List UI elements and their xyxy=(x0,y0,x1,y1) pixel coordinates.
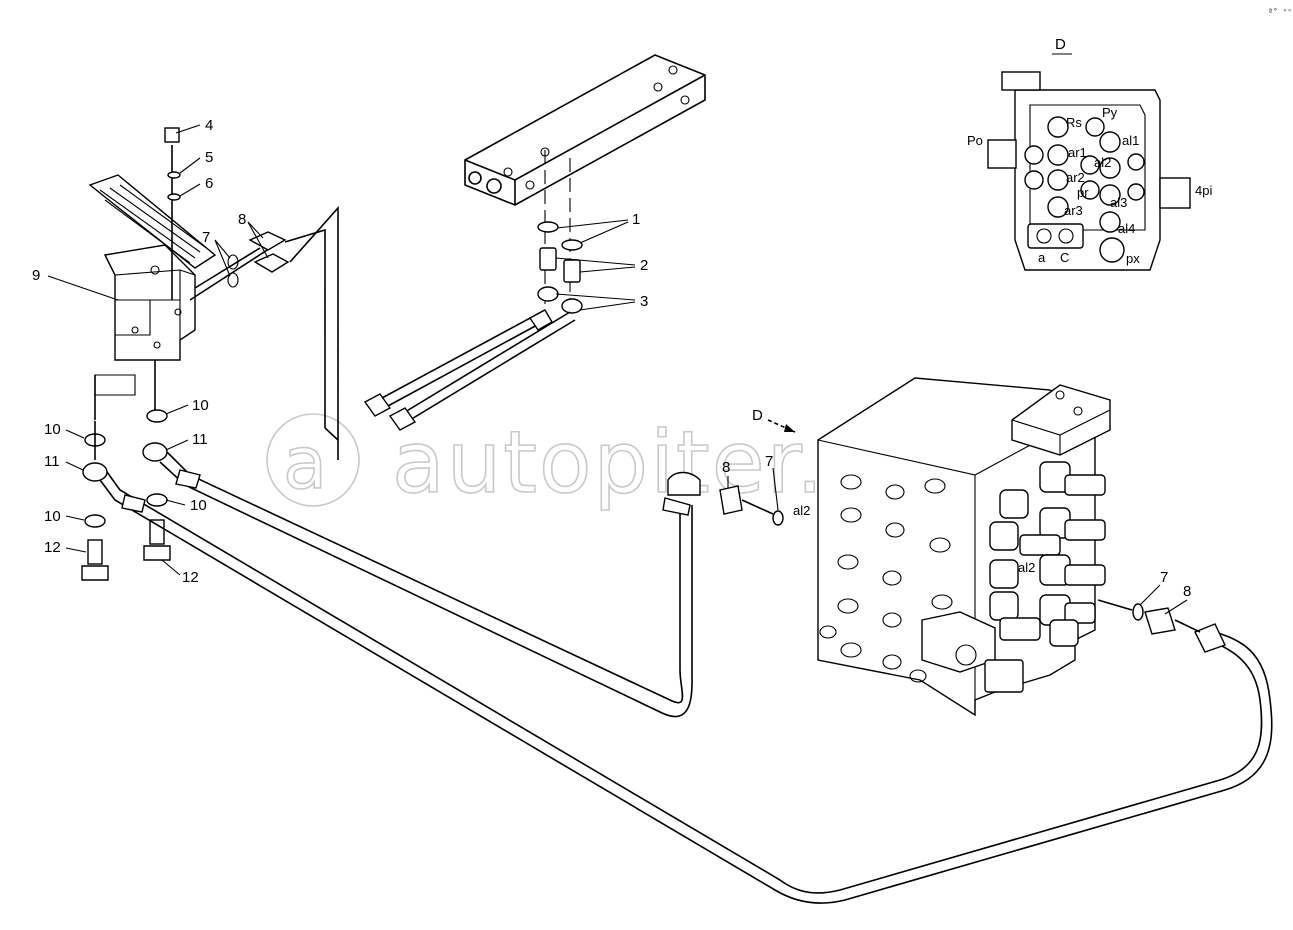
port-ar2: ar2 xyxy=(1066,170,1085,185)
callout-5: 5 xyxy=(205,149,213,166)
port-ar3: ar3 xyxy=(1064,203,1083,218)
port-ar1: ar1 xyxy=(1068,145,1087,160)
watermark-logo-a: a xyxy=(283,421,329,505)
port-al4: al4 xyxy=(1118,221,1135,236)
view-arrow-label: D xyxy=(752,407,763,424)
pilot-hoses xyxy=(363,309,576,431)
callout-10a: 10 xyxy=(192,397,209,414)
watermark: a autopiter.ru xyxy=(266,412,918,514)
callouts-4-9: 4 5 6 7 8 9 xyxy=(32,117,269,301)
detail-ports-left xyxy=(1024,116,1145,263)
port-al2-label: al2 xyxy=(793,503,810,518)
port-py: Py xyxy=(1102,105,1118,120)
callout-12a: 12 xyxy=(44,539,61,556)
valve-inlet-fittings xyxy=(719,485,1201,635)
callout-8b: 8 xyxy=(722,459,730,476)
callouts-10-12: 10 10 11 11 10 10 12 12 xyxy=(44,397,209,586)
callouts-1-2-3: 1 2 3 xyxy=(555,211,648,311)
callout-2: 2 xyxy=(640,257,648,274)
callout-11b: 11 xyxy=(44,453,60,470)
port-al2-valve: al2 xyxy=(1018,560,1035,575)
long-pilot-hoses xyxy=(99,451,1273,904)
callout-10c: 10 xyxy=(190,497,207,514)
port-al3: al3 xyxy=(1110,195,1127,210)
port-px: px xyxy=(1126,251,1140,266)
callout-10d: 10 xyxy=(44,508,61,525)
port-4pi: 4pi xyxy=(1195,183,1212,198)
pedal-studs xyxy=(189,231,290,301)
foot-pedal-valve xyxy=(88,127,217,361)
fitting-set-1-2-3 xyxy=(537,221,583,314)
main-control-valve xyxy=(817,377,1111,717)
port-pr: pr xyxy=(1077,185,1089,200)
callout-8c: 8 xyxy=(1183,583,1191,600)
callout-4: 4 xyxy=(205,117,213,134)
port-c: C xyxy=(1060,250,1069,265)
callout-8a: 8 xyxy=(238,211,246,228)
detail-view-d: D Po 4pi Rs xyxy=(967,36,1212,271)
port-al1: al1 xyxy=(1122,133,1139,148)
port-rs: Rs xyxy=(1066,115,1082,130)
pilot-line-routing xyxy=(284,205,339,460)
callout-10b: 10 xyxy=(44,421,61,438)
callouts-7-8-valve: 8 7 al2 7 8 xyxy=(722,453,1191,615)
corner-code: ª° ᵒᵒᵒ xyxy=(1268,7,1293,16)
port-po: Po xyxy=(967,133,983,148)
banjo-fittings xyxy=(81,360,171,581)
view-arrow-d: D xyxy=(752,407,796,433)
port-al2-detail: al2 xyxy=(1094,155,1111,170)
callout-7b: 7 xyxy=(765,453,773,470)
callout-7a: 7 xyxy=(202,229,210,246)
mounting-bracket xyxy=(464,54,706,310)
callout-11a: 11 xyxy=(192,431,208,448)
callout-7c: 7 xyxy=(1160,569,1168,586)
callout-1: 1 xyxy=(632,211,640,228)
valve-spools xyxy=(989,461,1106,647)
port-a: a xyxy=(1038,250,1046,265)
callout-6: 6 xyxy=(205,175,213,192)
callout-12b: 12 xyxy=(182,569,199,586)
callout-9: 9 xyxy=(32,267,40,284)
view-label: D xyxy=(1055,36,1066,53)
callout-3: 3 xyxy=(640,293,648,310)
